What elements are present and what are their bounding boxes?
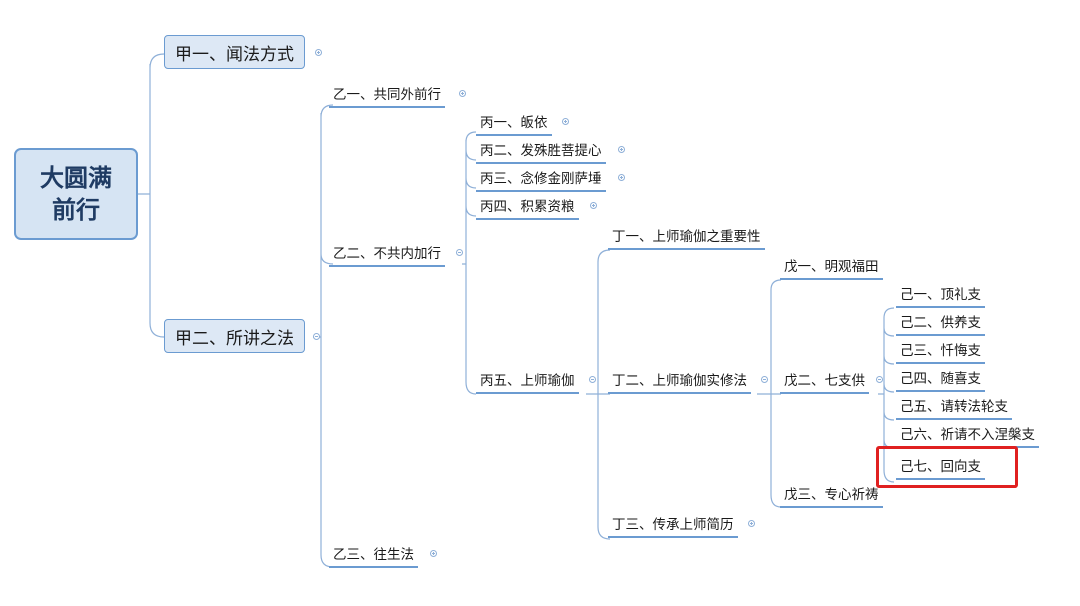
node-ji4[interactable]: 己四、随喜支	[896, 370, 985, 392]
connector-root-majors	[138, 53, 165, 338]
node-bing4[interactable]: 丙四、积累资粮	[476, 198, 579, 220]
node-wu2[interactable]: 戊二、七支供	[780, 372, 869, 394]
expand-icon[interactable]	[562, 118, 569, 125]
node-yi1[interactable]: 乙一、共同外前行	[329, 86, 445, 108]
collapse-icon[interactable]	[313, 333, 320, 340]
expand-icon[interactable]	[430, 550, 437, 557]
connector-bing5-ding	[586, 249, 611, 540]
expand-icon[interactable]	[748, 520, 755, 527]
expand-icon[interactable]	[459, 90, 466, 97]
node-ding1[interactable]: 丁一、上师瑜伽之重要性	[608, 228, 765, 250]
node-ji5[interactable]: 己五、请转法轮支	[896, 398, 1012, 420]
node-jia1[interactable]: 甲一、闻法方式	[164, 35, 305, 69]
highlight-box	[876, 446, 1018, 488]
node-ji1[interactable]: 己一、顶礼支	[896, 286, 985, 308]
root-node[interactable]: 大圆满 前行	[14, 148, 138, 240]
collapse-icon[interactable]	[589, 376, 596, 383]
collapse-icon[interactable]	[456, 249, 463, 256]
expand-icon[interactable]	[618, 174, 625, 181]
node-bing3[interactable]: 丙三、念修金刚萨埵	[476, 170, 606, 192]
connector-wu2-ji	[878, 307, 895, 483]
node-wu3[interactable]: 戊三、专心祈祷	[780, 486, 883, 508]
node-jia2[interactable]: 甲二、所讲之法	[164, 319, 305, 353]
node-yi2[interactable]: 乙二、不共内加行	[329, 245, 445, 267]
node-yi3[interactable]: 乙三、往生法	[329, 546, 418, 568]
collapse-icon[interactable]	[761, 376, 768, 383]
node-bing2[interactable]: 丙二、发殊胜菩提心	[476, 142, 606, 164]
connector-yi2-bing	[462, 131, 477, 395]
node-jia1-label: 甲一、闻法方式	[175, 44, 294, 65]
collapse-icon[interactable]	[876, 376, 883, 383]
node-ji2[interactable]: 己二、供养支	[896, 314, 985, 336]
node-ding3[interactable]: 丁三、传承上师简历	[608, 516, 738, 538]
node-bing5[interactable]: 丙五、上师瑜伽	[476, 372, 579, 394]
node-ji3[interactable]: 己三、忏悔支	[896, 342, 985, 364]
node-ji6[interactable]: 己六、祈请不入涅槃支	[896, 426, 1039, 448]
node-wu1[interactable]: 戊一、明观福田	[780, 258, 883, 280]
node-jia2-label: 甲二、所讲之法	[175, 328, 294, 349]
root-title-line1: 大圆满	[40, 164, 112, 192]
node-ding2[interactable]: 丁二、上师瑜伽实修法	[608, 372, 751, 394]
expand-icon[interactable]	[618, 146, 625, 153]
expand-icon[interactable]	[590, 202, 597, 209]
connector-ding2-wu	[757, 279, 782, 508]
expand-icon[interactable]	[315, 49, 322, 56]
node-bing1[interactable]: 丙一、皈依	[476, 114, 552, 136]
node-ji7[interactable]: 己七、回向支	[896, 458, 985, 480]
root-title-line2: 前行	[52, 196, 100, 224]
